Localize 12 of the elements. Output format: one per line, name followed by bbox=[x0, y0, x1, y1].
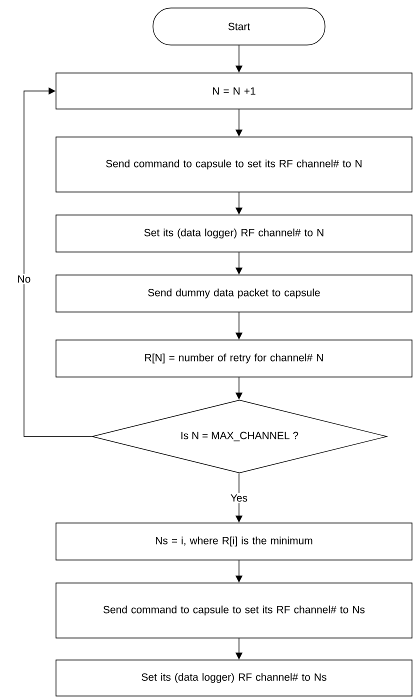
start-terminal: Start bbox=[152, 8, 326, 46]
process-box: R[N] = number of retry for channel# N bbox=[56, 340, 412, 378]
process-box: Ns = i, where R[i] is the minimum bbox=[56, 522, 412, 560]
process-box: Set its (data logger) RF channel# to Ns bbox=[56, 660, 412, 696]
process-box: N = N +1 bbox=[56, 72, 412, 110]
process-box: Send command to capsule to set its RF channel# to Ns bbox=[56, 582, 412, 638]
arrow bbox=[24, 87, 92, 437]
process-box: Send command to capsule to set its RF channel# to N bbox=[56, 136, 412, 192]
process-box: Send dummy data packet to capsule bbox=[56, 274, 412, 312]
edge-label: Yes bbox=[228, 492, 250, 504]
edge-label: No bbox=[16, 274, 32, 284]
process-box: Set its (data logger) RF channel# to N bbox=[56, 214, 412, 252]
